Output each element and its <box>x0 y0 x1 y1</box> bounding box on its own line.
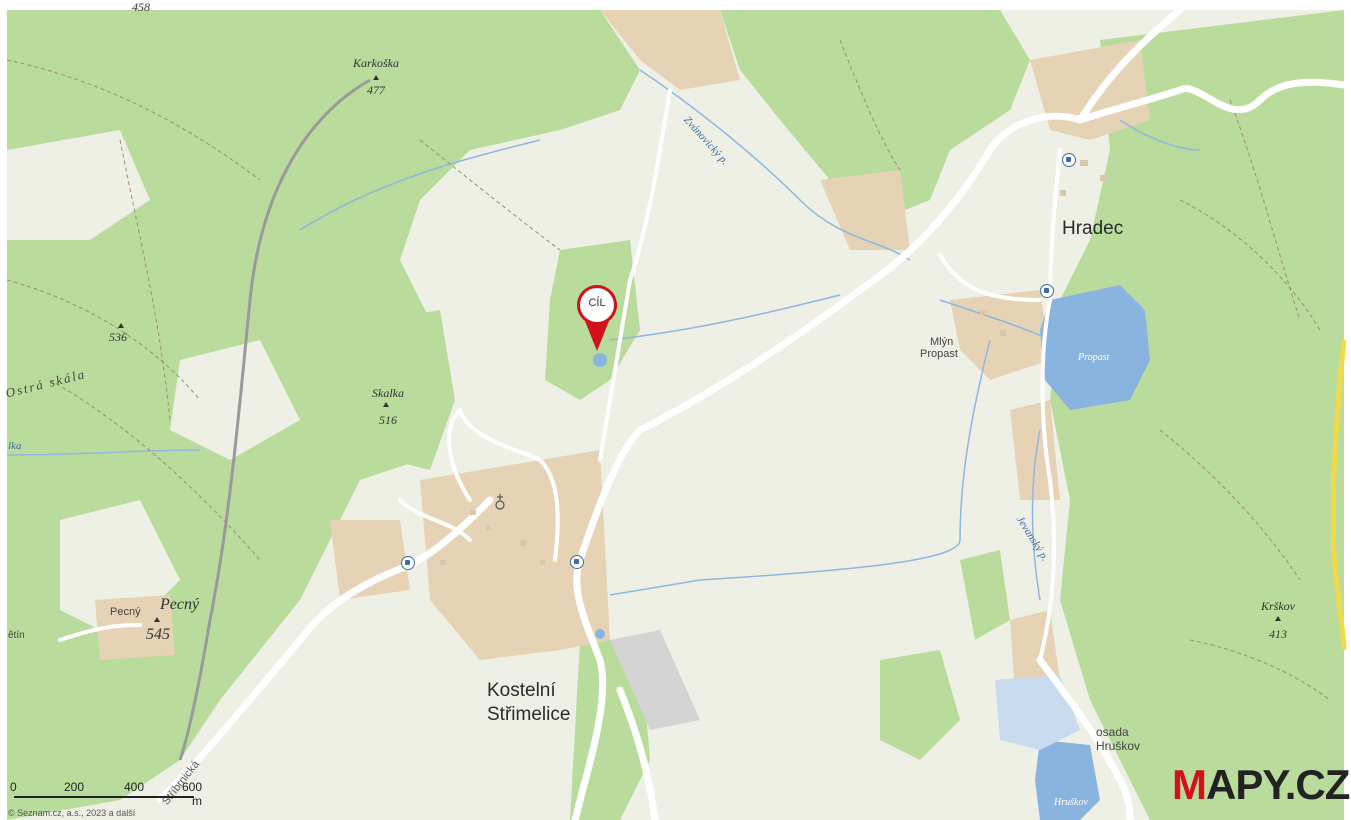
railway <box>178 78 371 761</box>
buildings <box>440 160 1107 565</box>
logo-rest: APY.CZ <box>1206 761 1350 808</box>
copyright-text[interactable]: © Seznam.cz, a.s., 2023 a další <box>8 808 136 818</box>
destination-marker-label: CÍL <box>588 297 606 309</box>
peak-karkoska-elev: 477 <box>367 83 385 97</box>
lake-propast-label: Propast <box>1078 352 1110 363</box>
map-pin-icon <box>577 285 617 351</box>
logo-first-letter: M <box>1172 761 1207 808</box>
place-kostelni-line2: Střimelice <box>487 704 571 725</box>
streams <box>6 69 1201 601</box>
scale-tick-600: 600 <box>182 780 203 794</box>
place-kostelni-line1: Kostelní <box>487 680 556 701</box>
scale-unit: m <box>192 794 202 808</box>
bus-stop-icon[interactable] <box>570 555 584 569</box>
place-hradec: Hradec <box>1062 218 1124 239</box>
scale-line <box>14 796 194 798</box>
peak-536-elev: 536 <box>109 330 127 344</box>
scale-tick-0: 0 <box>10 780 17 794</box>
church-icon <box>495 494 505 510</box>
main-roads <box>156 6 1348 820</box>
bus-stop-icon[interactable] <box>1062 153 1076 167</box>
peak-krskov-elev: 413 <box>1269 627 1287 641</box>
stream-lka-partial: lka <box>8 440 22 452</box>
bus-stop-icon[interactable] <box>401 556 415 570</box>
place-osada-line1: osada <box>1096 725 1129 739</box>
place-mlyn-line2: Propast <box>920 348 958 360</box>
peak-krskov-name: Krškov <box>1261 599 1295 613</box>
minor-roads <box>58 88 1062 662</box>
place-osada-line2: Hruškov <box>1096 739 1141 753</box>
peak-partial-label: 458 <box>132 0 150 14</box>
peak-markers <box>118 75 1281 622</box>
mapy-logo[interactable]: MAPY.CZ <box>1172 761 1350 808</box>
bus-stop-icon[interactable] <box>1040 284 1054 298</box>
peak-skalka-name: Skalka <box>372 386 404 400</box>
place-mlyn-line1: Mlýn <box>930 336 954 348</box>
peak-pecny-elev: 545 <box>146 626 170 643</box>
scale-tick-200: 200 <box>64 780 85 794</box>
destination-marker[interactable]: CÍL <box>575 285 619 355</box>
scale-tick-400: 400 <box>124 780 145 794</box>
peak-pecny-name: Pecný <box>160 596 200 613</box>
peak-skalka-elev: 516 <box>379 413 397 427</box>
highway <box>1330 339 1347 651</box>
scale-bar: 0 200 400 600 m <box>8 780 208 810</box>
lakes <box>593 285 1150 820</box>
peak-karkoska-name: Karkoška <box>353 56 399 70</box>
place-betin-partial: ětín <box>8 630 25 641</box>
quarry-area <box>610 630 700 730</box>
place-pecny-small: Pecný <box>110 606 141 618</box>
paths <box>6 39 1331 701</box>
lake-hruskov-label: Hruškov <box>1054 797 1088 808</box>
